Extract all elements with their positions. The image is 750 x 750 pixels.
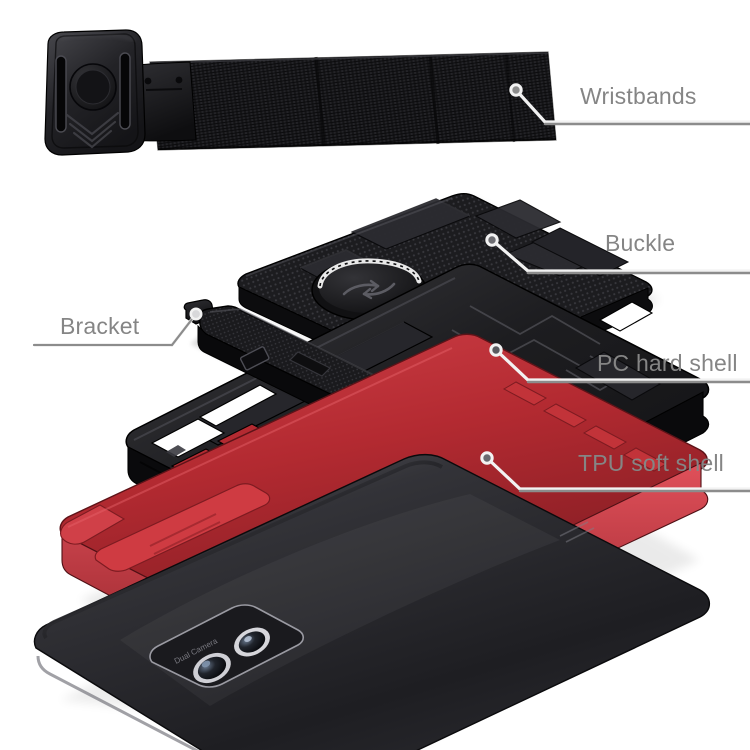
callout-leader-lines bbox=[32, 83, 750, 493]
part-phone: Dual Camera bbox=[33, 453, 711, 750]
leader-buckle bbox=[485, 233, 750, 275]
phone-camera-module: Dual Camera bbox=[149, 604, 305, 688]
callout-label-pc-hard-shell: PC hard shell bbox=[597, 350, 738, 376]
callout-label-tpu-soft-shell: TPU soft shell bbox=[578, 450, 724, 476]
callout-label-buckle: Buckle bbox=[605, 230, 676, 256]
wristband-strap bbox=[149, 51, 557, 151]
leader-tpu-soft-shell bbox=[480, 451, 750, 493]
part-wristband bbox=[44, 29, 557, 156]
wristband-pad bbox=[44, 29, 146, 156]
leader-pc-hard-shell bbox=[489, 343, 750, 384]
callout-label-wristbands: Wristbands bbox=[580, 83, 697, 109]
leader-bracket bbox=[32, 307, 203, 347]
leader-wristbands bbox=[509, 83, 750, 126]
callout-label-bracket: Bracket bbox=[60, 313, 140, 339]
